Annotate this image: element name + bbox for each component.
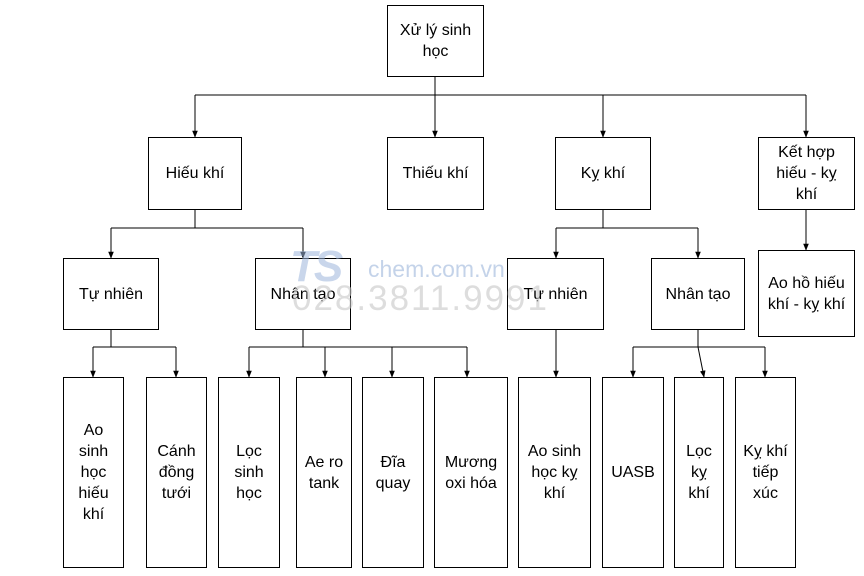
leaf-anaerobic-contact-label: Kỵ khí tiếp xúc xyxy=(743,443,788,502)
node-aerobic: Hiếu khí xyxy=(148,137,242,210)
node-combined-pond: Ao hồ hiếu khí - kỵ khí xyxy=(758,250,855,337)
node-anaerobic-artificial-label: Nhân tạo xyxy=(665,285,731,303)
node-aerobic-artificial: Nhân tạo xyxy=(255,258,351,330)
leaf-rotating-disk: Đĩa quay xyxy=(362,377,424,568)
leaf-biofilter-label: Lọc sinh học xyxy=(234,443,264,502)
leaf-aerotank-label: Ae ro tank xyxy=(304,453,344,492)
leaf-anaerobic-filter-label: Lọc kỵ khí xyxy=(686,443,712,502)
node-anaerobic: Kỵ khí xyxy=(555,137,651,210)
node-anaerobic-natural-label: Tự nhiên xyxy=(523,285,588,303)
node-root: Xử lý sinh học xyxy=(387,5,484,77)
node-aerobic-natural: Tự nhiên xyxy=(63,258,159,330)
node-anaerobic-natural: Tự nhiên xyxy=(507,258,604,330)
leaf-biofilter: Lọc sinh học xyxy=(218,377,280,568)
node-combined-label: Kết hợp hiếu - kỵ khí xyxy=(776,144,837,203)
node-combined: Kết hợp hiếu - kỵ khí xyxy=(758,137,855,210)
leaf-irrigation-field-label: Cánh đồng tưới xyxy=(157,443,196,502)
leaf-uasb-label: UASB xyxy=(611,464,655,481)
leaf-aerobic-pond: Ao sinh học hiếu khí xyxy=(63,377,124,568)
leaf-rotating-disk-label: Đĩa quay xyxy=(375,453,411,492)
leaf-aerotank: Ae ro tank xyxy=(296,377,352,568)
leaf-oxidation-ditch: Mương oxi hóa xyxy=(434,377,508,568)
leaf-irrigation-field: Cánh đồng tưới xyxy=(146,377,207,568)
watermark-phone: 028.3811.9991 xyxy=(292,279,549,318)
watermark-logo: TS xyxy=(290,242,343,291)
leaf-anaerobic-contact: Kỵ khí tiếp xúc xyxy=(735,377,796,568)
leaf-anaerobic-filter: Lọc kỵ khí xyxy=(674,377,724,568)
node-anoxic-label: Thiếu khí xyxy=(402,165,469,182)
node-aerobic-natural-label: Tự nhiên xyxy=(78,285,144,303)
node-aerobic-artificial-label: Nhân tạo xyxy=(270,285,336,303)
node-anaerobic-artificial: Nhân tạo xyxy=(651,258,745,330)
leaf-anaerobic-pond: Ao sinh học kỵ khí xyxy=(518,377,591,568)
leaf-oxidation-ditch-label: Mương oxi hóa xyxy=(444,453,498,492)
leaf-anaerobic-pond-label: Ao sinh học kỵ khí xyxy=(527,443,582,502)
node-aerobic-label: Hiếu khí xyxy=(165,165,225,182)
watermark-site: chem.com.vn xyxy=(368,256,505,282)
node-anaerobic-label: Kỵ khí xyxy=(580,165,626,182)
leaf-aerobic-pond-label: Ao sinh học hiếu khí xyxy=(78,422,109,523)
node-root-label: Xử lý sinh học xyxy=(399,22,472,60)
node-combined-pond-label: Ao hồ hiếu khí - kỵ khí xyxy=(767,274,846,313)
leaf-uasb: UASB xyxy=(602,377,664,568)
node-anoxic: Thiếu khí xyxy=(387,137,484,210)
